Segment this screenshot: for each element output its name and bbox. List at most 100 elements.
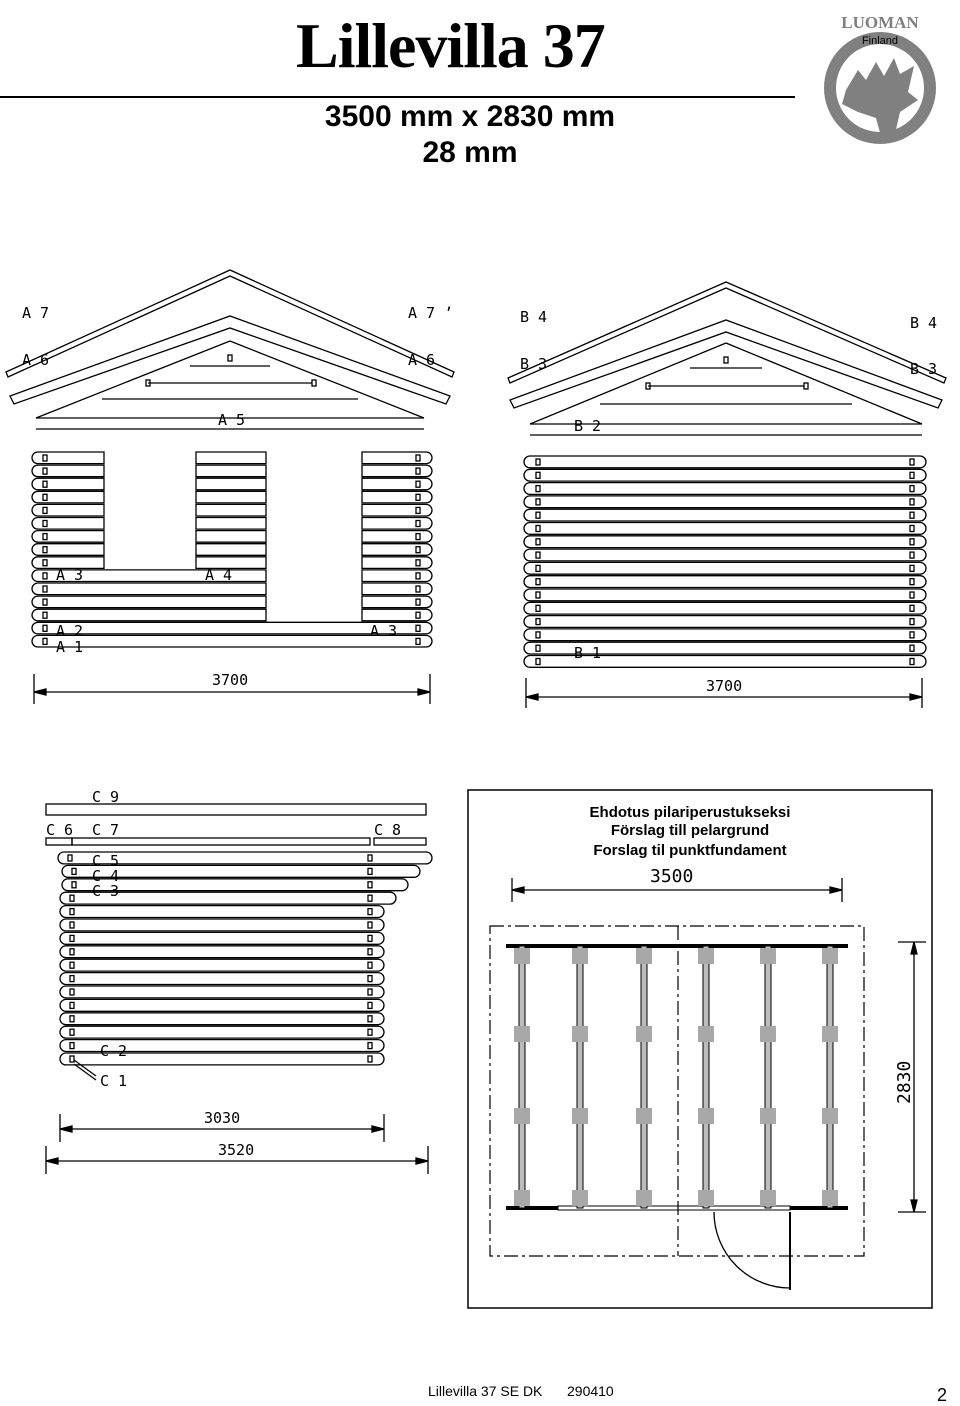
wall-log xyxy=(195,464,267,478)
plan-pier xyxy=(698,1026,714,1042)
plan-joist xyxy=(576,945,584,1209)
plan-pier xyxy=(514,1026,530,1042)
plan-pier xyxy=(698,948,714,964)
wall-b-elevation: B 4 B 4 B 3 B 3 B 2 B 1 3700 xyxy=(507,281,947,708)
log-notch xyxy=(42,467,48,475)
plan-title-fi: Ehdotus pilariperustukseksi xyxy=(590,804,791,821)
log-notch xyxy=(69,921,75,929)
log-notch xyxy=(367,1015,373,1023)
label-a2: A 2 xyxy=(56,622,83,640)
wall-c-elevation: C 9 C 6 C 7 C 8 C 5 C 4 C 3 C 2 C 1 3030… xyxy=(45,788,433,1174)
log-notch xyxy=(42,493,48,501)
log-notch xyxy=(42,480,48,488)
log-notch xyxy=(69,934,75,943)
plan-joist xyxy=(518,945,526,1209)
plan-pier xyxy=(572,1026,588,1042)
log-notch xyxy=(535,644,541,652)
wall-log xyxy=(31,543,105,556)
log-notch xyxy=(535,471,541,479)
log-notch xyxy=(367,854,373,862)
label-c3: C 3 xyxy=(92,882,119,900)
wall-log xyxy=(31,582,267,596)
log-notch xyxy=(909,524,915,533)
log-notch xyxy=(42,519,48,528)
roof-board-b3 xyxy=(509,319,943,409)
log-notch xyxy=(367,1055,373,1063)
log-notch xyxy=(535,498,541,506)
log-notch xyxy=(415,585,421,593)
log-notch xyxy=(909,578,915,586)
wall-log xyxy=(59,971,385,986)
log-notch xyxy=(71,881,77,889)
log-notch xyxy=(909,631,915,639)
plan-joist xyxy=(702,945,710,1209)
log-notch xyxy=(535,591,541,599)
wall-log xyxy=(361,569,433,583)
wall-log xyxy=(361,464,433,478)
plan-frame xyxy=(467,789,933,1309)
wall-log xyxy=(523,521,927,535)
wall-a-width: 3700 xyxy=(212,671,248,689)
label-c4: C 4 xyxy=(92,867,119,885)
log-notch xyxy=(367,881,373,889)
plan-pier xyxy=(572,1108,588,1124)
wall-log xyxy=(31,503,105,517)
wall-log xyxy=(31,451,105,465)
log-notch xyxy=(415,467,421,475)
plan-pier xyxy=(572,948,588,964)
beam-c8 xyxy=(373,837,427,846)
log-notch xyxy=(415,480,421,488)
log-notch xyxy=(69,1055,75,1063)
plan-wall-front-window xyxy=(557,1205,791,1211)
wall-c-width-inner: 3030 xyxy=(204,1109,240,1127)
wall-log xyxy=(59,998,385,1012)
wall-log xyxy=(195,529,267,543)
plan-pier xyxy=(760,1190,776,1206)
label-b4: B 4 xyxy=(520,308,547,326)
plan-pier xyxy=(698,1108,714,1124)
wall-a-elevation: A 7 A 7 ʼ A 6 A 6 A 5 A 3 A 4 A 2 A 1 A … xyxy=(5,269,455,704)
footer-page: 2 xyxy=(937,1385,948,1405)
log-notch xyxy=(909,591,915,599)
wall-log xyxy=(31,516,105,530)
log-notch xyxy=(367,1001,373,1010)
label-c1: C 1 xyxy=(100,1072,127,1090)
log-notch xyxy=(42,559,48,567)
label-b1: B 1 xyxy=(574,644,601,662)
log-notch xyxy=(535,551,541,559)
luoman-logo: LUOMAN Finland xyxy=(824,13,936,144)
wall-c-logs xyxy=(57,851,433,1066)
log-notch xyxy=(535,458,541,466)
log-notch xyxy=(69,1001,75,1010)
label-a3: A 3 xyxy=(56,566,83,584)
wall-b-logs xyxy=(523,455,927,668)
plan-depth: 2830 xyxy=(894,1061,915,1104)
log-notch xyxy=(909,644,915,652)
label-c5: C 5 xyxy=(92,852,119,870)
log-notch xyxy=(535,604,541,612)
label-a4: A 4 xyxy=(205,566,232,584)
log-notch xyxy=(535,538,541,546)
label-c2: C 2 xyxy=(100,1042,127,1060)
log-notch xyxy=(909,484,915,493)
wall-log xyxy=(31,529,105,543)
log-notch xyxy=(415,637,421,646)
wall-a-dimension xyxy=(33,674,431,704)
wall-log xyxy=(523,654,927,668)
wall-log xyxy=(523,481,927,496)
log-notch xyxy=(367,1028,373,1036)
plan-door-swing xyxy=(713,1211,791,1289)
wall-log xyxy=(523,508,927,522)
wall-log xyxy=(195,451,267,465)
log-notch xyxy=(42,454,48,462)
log-notch xyxy=(909,657,915,666)
logo-sub-text: Finland xyxy=(862,35,898,47)
wall-log xyxy=(31,477,105,491)
log-notch xyxy=(415,506,421,515)
plan-pier xyxy=(822,1190,838,1206)
label-c7: C 7 xyxy=(92,821,119,839)
wall-log xyxy=(31,621,433,635)
plan-joist xyxy=(764,945,772,1209)
wall-log xyxy=(523,588,927,602)
